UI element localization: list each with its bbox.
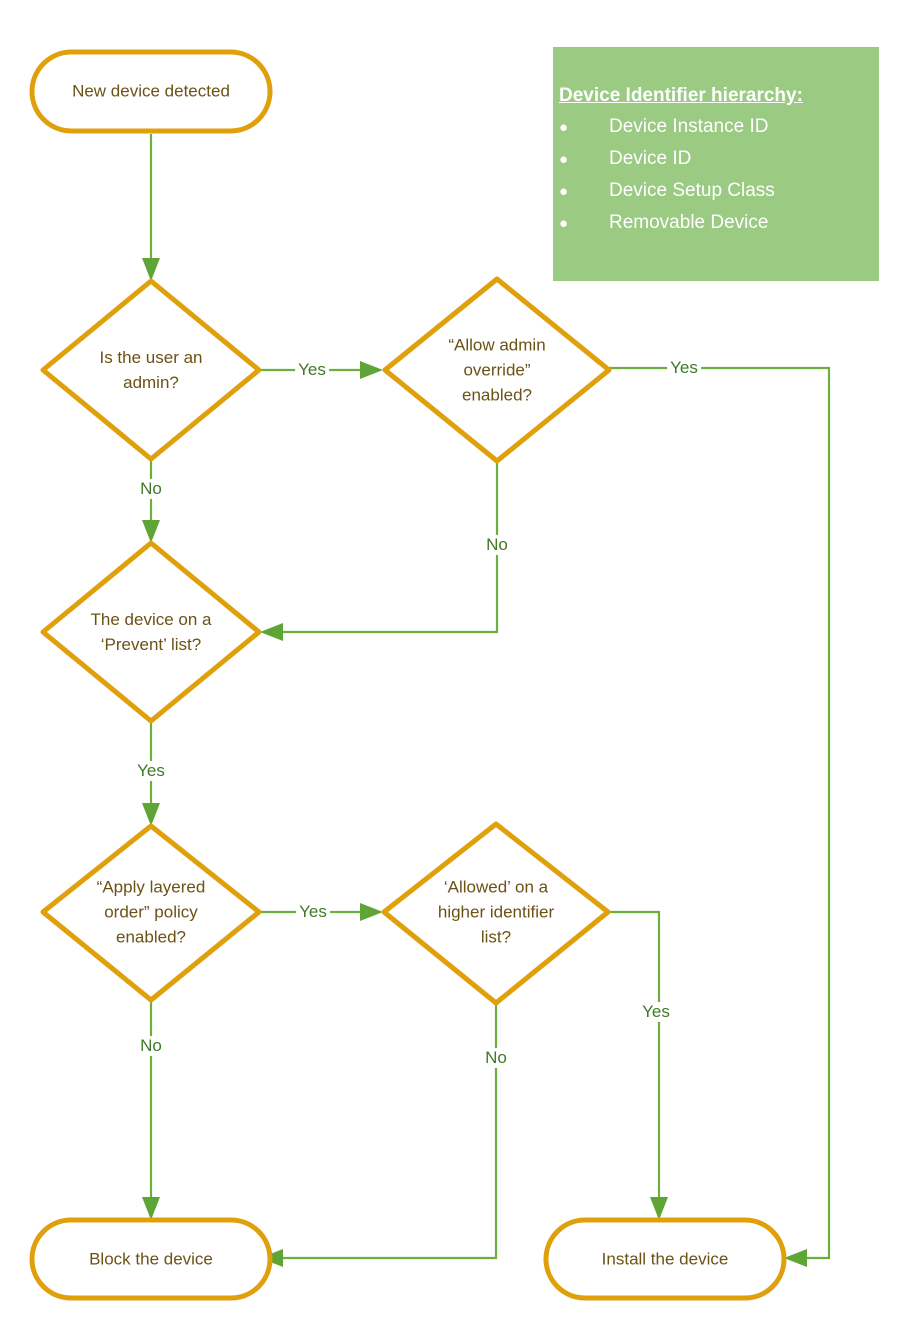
legend-list: ● Device Instance ID ● Device ID ● Devic… [559,111,879,239]
node-prevent-list[interactable] [40,540,262,724]
edge-start-to-is-admin [142,134,160,281]
legend-list-item: ● Removable Device [559,207,879,239]
edge-is-admin-yes-to-admin-override [259,361,383,379]
edge-prevent-list-yes-to-layered-order [142,721,160,826]
legend-list-item: ● Device ID [559,143,879,175]
edge-layered-order-yes-to-allowed-higher [259,903,383,921]
node-start[interactable] [29,49,273,134]
legend-panel: Device Identifier hierarchy: ● Device In… [553,47,879,281]
bullet-icon: ● [559,183,569,200]
edge-admin-override-no-to-prevent-list [260,461,499,641]
legend-item-label: Removable Device [609,212,769,233]
node-install[interactable] [543,1217,787,1301]
edge-is-admin-no-to-prevent-list [142,459,160,543]
legend-item-label: Device Instance ID [609,116,769,137]
bullet-icon: ● [559,215,569,232]
bullet-icon: ● [559,119,569,136]
node-admin-override[interactable] [382,276,612,464]
node-block[interactable] [29,1217,273,1301]
legend-list-item: ● Device Instance ID [559,111,879,143]
legend-title: Device Identifier hierarchy: [559,85,803,106]
legend-item-label: Device ID [609,148,692,169]
node-is-admin[interactable] [40,278,262,462]
edge-allowed-higher-no-to-block [260,1003,498,1267]
node-allowed-higher[interactable] [381,821,611,1006]
edge-admin-override-yes-to-install [609,366,831,1267]
edge-allowed-higher-yes-to-install [608,910,668,1220]
node-layered-order[interactable] [40,823,262,1003]
legend-list-item: ● Device Setup Class [559,175,879,207]
legend-item-label: Device Setup Class [609,180,775,201]
edge-layered-order-no-to-block [142,1000,160,1220]
bullet-icon: ● [559,151,569,168]
